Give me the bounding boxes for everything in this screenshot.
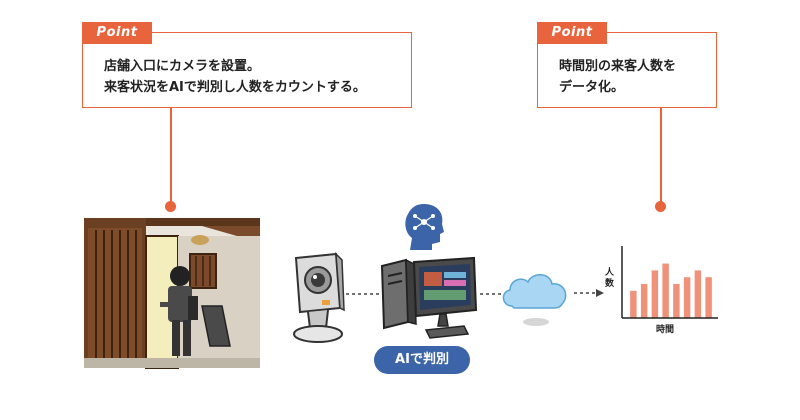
callout-1-tab: Point — [82, 22, 152, 44]
computer-icon — [380, 256, 478, 339]
chart-bar — [673, 284, 680, 318]
callout-1 — [82, 32, 412, 108]
callout-1-connector — [170, 108, 172, 206]
callout-2-connector — [660, 108, 662, 206]
ai-judgment-badge: AIで判別 — [374, 346, 470, 374]
chart-bar — [683, 277, 691, 318]
callout-2 — [537, 32, 717, 108]
chart-ylabel: 人数 — [605, 268, 615, 289]
callout-2-tab: Point — [537, 22, 607, 44]
security-camera-icon — [293, 252, 345, 343]
callout-2-dot — [655, 201, 666, 212]
chart-bar — [662, 263, 669, 318]
callout-1-line-1: 店舗入口にカメラを設置。 — [104, 59, 261, 74]
visitor-bar-chart — [621, 246, 718, 319]
flow-dashed-line-1 — [346, 293, 386, 295]
flow-dashed-line-2 — [480, 293, 504, 295]
chart-bar — [630, 290, 637, 318]
cloud-icon — [502, 274, 567, 326]
callout-2-line-1: 時間別の来客人数を — [559, 59, 677, 74]
chart-bar — [694, 270, 702, 318]
ai-brain-icon — [405, 204, 444, 250]
callout-1-line-2: 来客状況をAIで判別し人数をカウントする。 — [104, 80, 366, 95]
chart-bar — [651, 270, 659, 318]
store-entrance-illustration — [84, 218, 260, 369]
chart-bar — [640, 284, 648, 318]
callout-2-line-2: データ化。 — [559, 80, 625, 95]
chart-bar — [705, 277, 712, 318]
chart-xlabel: 時間 — [656, 325, 675, 335]
callout-1-dot — [165, 201, 176, 212]
flow-dashed-arrow — [574, 289, 604, 297]
